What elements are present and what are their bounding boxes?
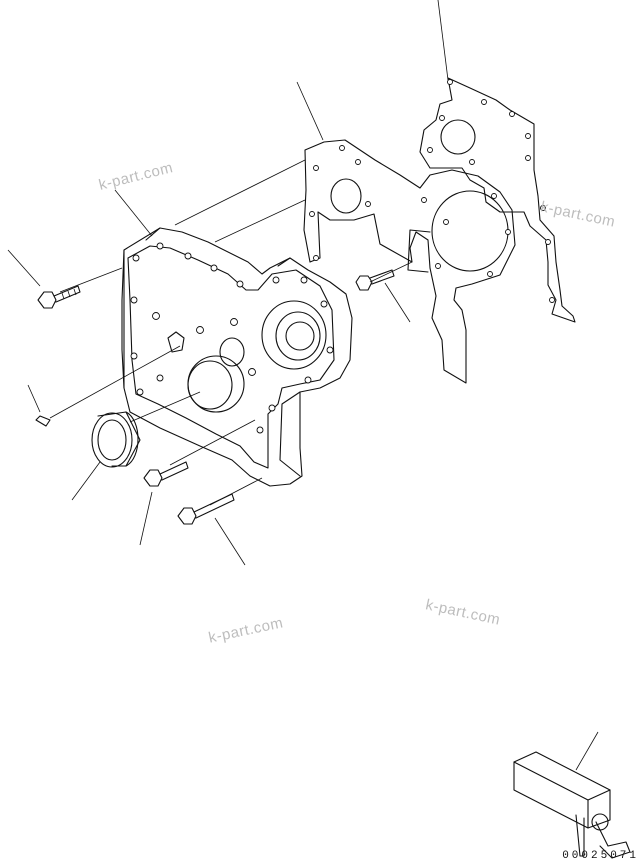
flange-bolt-lower	[177, 493, 235, 525]
gear-cover	[121, 227, 353, 487]
front-gasket	[303, 139, 516, 384]
oil-seal	[91, 411, 141, 468]
flange-bolt-middle	[143, 461, 189, 487]
gasket-bolt	[355, 269, 395, 291]
leader-lines	[7, 0, 599, 771]
rear-gasket	[419, 77, 576, 323]
drawing-number: 00025071	[562, 850, 639, 862]
pointer-pin	[35, 415, 51, 427]
flange-bolt-upper	[37, 285, 81, 309]
installer-tool	[513, 751, 631, 859]
